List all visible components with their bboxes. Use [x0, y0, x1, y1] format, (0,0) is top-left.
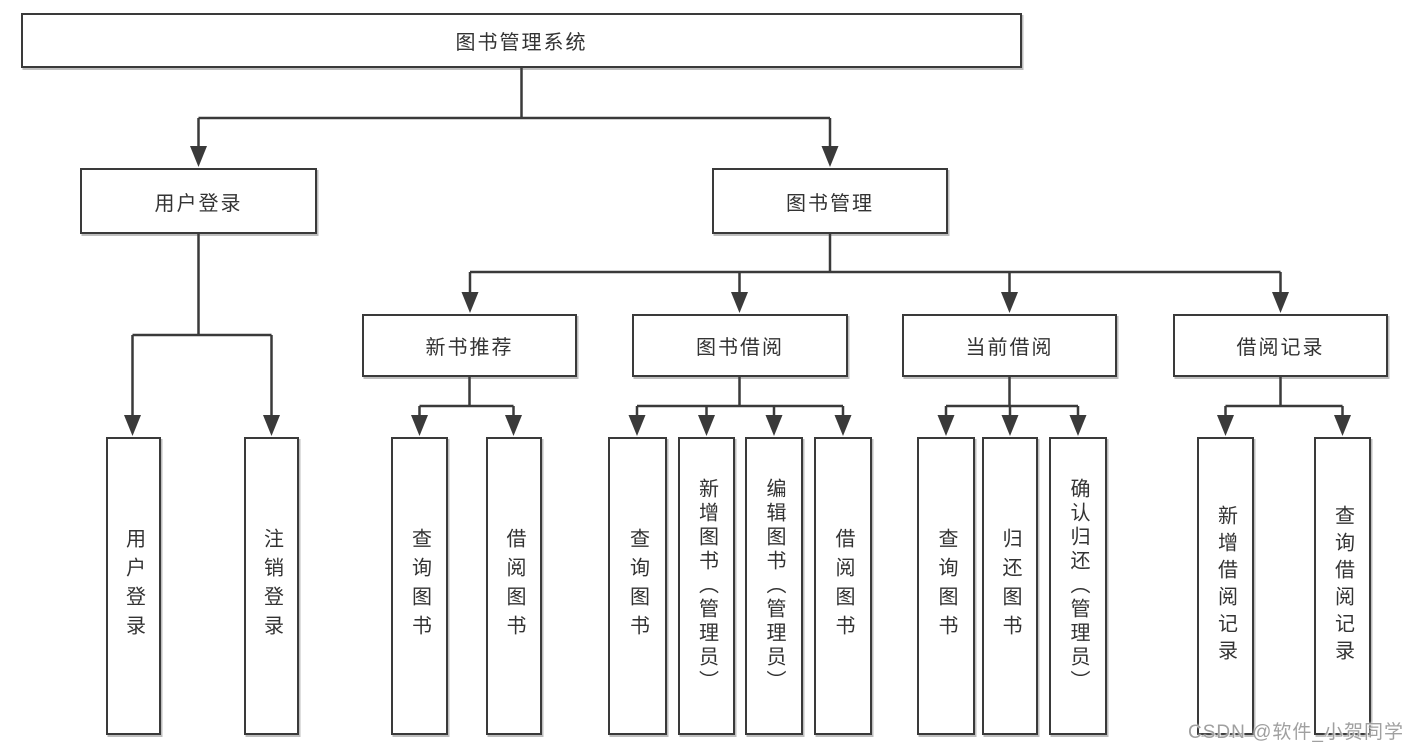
leaf-confirm-return-admin: 确认归还（管理员）	[1049, 437, 1107, 735]
leaf-query-books: 查询图书	[391, 437, 448, 735]
leaf-logout: 注销登录	[244, 437, 299, 735]
node-book-management: 图书管理	[712, 168, 948, 234]
leaf-add-borrow-record: 新增借阅记录	[1197, 437, 1254, 735]
leaf-query-books-3: 查询图书	[917, 437, 975, 735]
leaf-user-login: 用户登录	[106, 437, 161, 735]
leaf-return-books: 归还图书	[982, 437, 1038, 735]
leaf-query-books-2: 查询图书	[608, 437, 667, 735]
leaf-query-borrow-record: 查询借阅记录	[1314, 437, 1371, 735]
node-current-borrow: 当前借阅	[902, 314, 1117, 377]
csdn-watermark: CSDN @软件_小贺同学	[1188, 722, 1404, 743]
node-borrow-records: 借阅记录	[1173, 314, 1388, 377]
node-new-book-recommend: 新书推荐	[362, 314, 577, 377]
node-library-management-system: 图书管理系统	[21, 13, 1022, 68]
node-book-borrow: 图书借阅	[632, 314, 848, 377]
leaf-add-book-admin: 新增图书（管理员）	[678, 437, 735, 735]
node-user-login: 用户登录	[80, 168, 317, 234]
leaf-borrow-books: 借阅图书	[486, 437, 542, 735]
leaf-edit-book-admin: 编辑图书（管理员）	[745, 437, 803, 735]
leaf-borrow-books-2: 借阅图书	[814, 437, 872, 735]
